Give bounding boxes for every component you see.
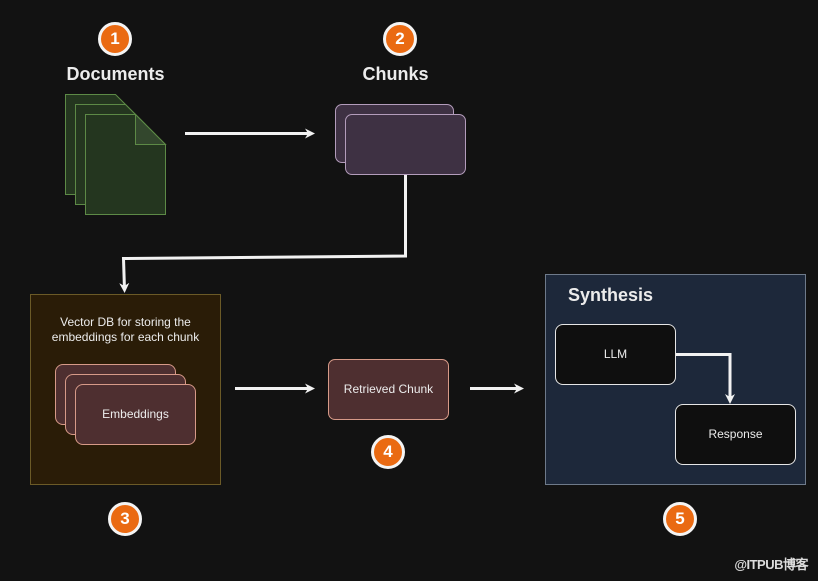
embeddings-label: Embeddings [102, 407, 169, 421]
llm-box: LLM [555, 324, 676, 385]
vector-db-caption: Vector DB for storing the embeddings for… [31, 315, 220, 345]
step-badge-2: 2 [383, 22, 417, 56]
vector-db-caption-line1: Vector DB for storing the [60, 315, 191, 329]
synthesis-title: Synthesis [568, 285, 654, 305]
embedding-card-front: Embeddings [75, 384, 196, 445]
chunks-heading: Chunks [362, 64, 429, 84]
arrow-llm-to-response [676, 353, 735, 404]
retrieved-chunk-box: Retrieved Chunk [328, 359, 449, 420]
synthesis-container: Synthesis LLM Response [545, 274, 806, 485]
response-box: Response [675, 404, 796, 465]
documents-heading: Documents [66, 64, 165, 84]
stacked-documents-icon [65, 94, 167, 215]
step-badge-4: 4 [371, 435, 405, 469]
vector-db-caption-line2: embeddings for each chunk [51, 330, 200, 344]
watermark: @ITPUB博客 [734, 557, 808, 572]
step-badge-1: 1 [98, 22, 132, 56]
step-badge-3: 3 [108, 502, 142, 536]
vector-db-container: Vector DB for storing the embeddings for… [30, 294, 221, 485]
step-badge-5: 5 [663, 502, 697, 536]
chunk-card-front [345, 114, 466, 175]
